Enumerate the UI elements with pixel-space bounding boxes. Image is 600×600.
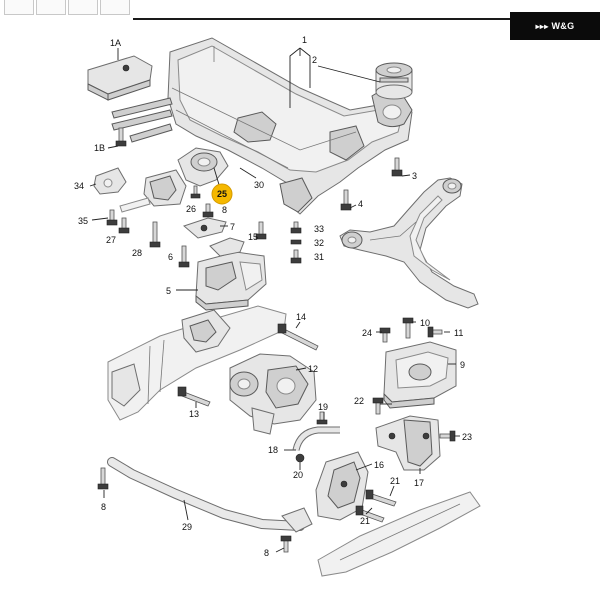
part-label-27: 27 xyxy=(106,235,116,245)
bolt-icon xyxy=(97,127,456,553)
part-label-10: 10 xyxy=(420,318,430,328)
part-label-12: 12 xyxy=(308,364,318,374)
part-label-28: 28 xyxy=(132,248,142,258)
brand-badge-text: W&G xyxy=(551,21,575,31)
part-label-3: 3 xyxy=(412,171,417,181)
engine-block xyxy=(107,305,287,421)
drive-shaft-29 xyxy=(107,457,313,533)
part-label-23: 23 xyxy=(462,432,472,442)
part-label-22: 22 xyxy=(354,396,364,406)
hose-18 xyxy=(292,426,340,451)
part-label-14: 14 xyxy=(296,312,306,322)
part-label-1a: 1A xyxy=(110,38,121,48)
highlight-marker[interactable]: 25 xyxy=(211,183,233,205)
toolbar-button-4[interactable] xyxy=(100,0,130,15)
part-label-6: 6 xyxy=(168,252,173,262)
plate-7 xyxy=(183,217,227,239)
bracket-17 xyxy=(375,415,441,471)
toolbar-button-1[interactable] xyxy=(4,0,34,15)
engine-mount-5 xyxy=(195,237,267,311)
oil-pan xyxy=(317,491,481,577)
top-rule xyxy=(133,18,600,20)
part-label-1b: 1B xyxy=(94,143,105,153)
part-label-7: 7 xyxy=(230,222,235,232)
part-label-35: 35 xyxy=(78,216,88,226)
part-label-21a: 21 xyxy=(390,476,400,486)
part-label-24: 24 xyxy=(362,328,372,338)
part-label-30: 30 xyxy=(254,180,264,190)
part-label-16: 16 xyxy=(374,460,384,470)
spacer-plates xyxy=(111,97,173,143)
toolbar xyxy=(0,0,600,20)
part-label-4: 4 xyxy=(358,199,363,209)
part-label-25: 25 xyxy=(217,189,227,199)
part-label-2: 2 xyxy=(312,55,317,65)
subframe xyxy=(167,37,413,215)
part-label-9: 9 xyxy=(460,360,465,370)
part-label-13: 13 xyxy=(189,409,199,419)
part-label-19: 19 xyxy=(318,402,328,412)
part-label-15: 15 xyxy=(248,232,258,242)
part-label-1: 1 xyxy=(302,35,307,45)
part-label-5: 5 xyxy=(166,286,171,296)
control-arm xyxy=(339,177,479,309)
bracket-1a xyxy=(87,55,153,101)
toolbar-button-3[interactable] xyxy=(68,0,98,15)
torque-rod-assembly xyxy=(93,147,229,213)
part-label-18: 18 xyxy=(268,445,278,455)
part-label-31: 31 xyxy=(314,252,324,262)
toolbar-button-2[interactable] xyxy=(36,0,66,15)
brand-mark-icon: ▸▸▸ xyxy=(535,21,549,31)
part-label-34: 34 xyxy=(74,181,84,191)
part-labels: 1A 1B 1 2 3 4 5 6 7 8 8 8 9 10 11 12 13 … xyxy=(74,35,472,558)
part-label-26: 26 xyxy=(186,204,196,214)
part-label-20: 20 xyxy=(293,470,303,480)
part-label-8a: 8 xyxy=(222,205,227,215)
brand-badge: ▸▸▸ W&G xyxy=(510,12,600,40)
bracket-16 xyxy=(315,451,369,521)
part-label-11: 11 xyxy=(454,328,463,338)
part-label-8b: 8 xyxy=(101,502,106,512)
part-label-17: 17 xyxy=(414,478,424,488)
mount-9 xyxy=(383,341,457,409)
gearbox-mount-12 xyxy=(229,353,317,435)
part-label-21b: 21 xyxy=(360,516,370,526)
subframe-bushing xyxy=(375,62,413,100)
part-label-29: 29 xyxy=(182,522,192,532)
part-label-33: 33 xyxy=(314,224,324,234)
part-label-8c: 8 xyxy=(264,548,269,558)
part-label-32: 32 xyxy=(314,238,324,248)
